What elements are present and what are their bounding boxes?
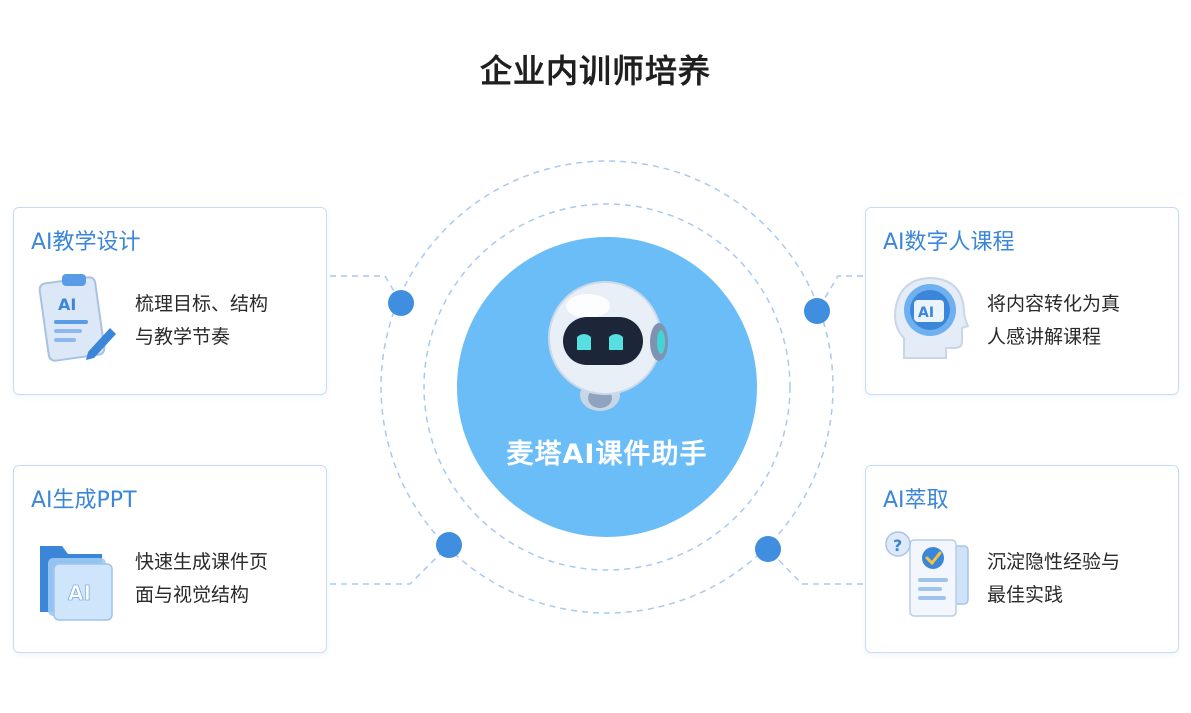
- card-title: AI数字人课程: [883, 230, 1015, 255]
- card-ai-extraction[interactable]: AI萃取 ? 沉淀隐性经验与 最佳实践: [865, 465, 1179, 653]
- node-left-bottom: [436, 532, 462, 558]
- clipboard-ai-icon: AI: [32, 266, 120, 366]
- center-title: 麦塔AI课件助手: [506, 439, 708, 470]
- card-desc-line: 梳理目标、结构: [135, 293, 269, 315]
- card-ai-generate-ppt[interactable]: AI生成PPT AI 快速生成课件页 面与视觉结构: [13, 465, 327, 653]
- card-ai-digital-human-course[interactable]: AI数字人课程 AI 将内容转化为真 人感讲解课程: [865, 207, 1179, 395]
- card-desc-line: 快速生成课件页: [135, 551, 269, 573]
- card-desc-line: 将内容转化为真: [987, 293, 1121, 315]
- svg-text:AI: AI: [918, 305, 934, 321]
- svg-text:?: ?: [893, 536, 902, 555]
- connector-left-bottom: [330, 544, 450, 585]
- svg-text:AI: AI: [58, 295, 76, 314]
- card-description: 梳理目标、结构 与教学节奏: [135, 288, 315, 354]
- document-question-icon: ?: [884, 524, 972, 624]
- node-left-top: [388, 290, 414, 316]
- page-title: 企业内训师培养: [479, 52, 711, 90]
- card-title: AI萃取: [883, 488, 949, 513]
- card-title: AI教学设计: [31, 230, 141, 255]
- card-desc-line: 与教学节奏: [135, 326, 231, 348]
- robot-mascot-icon: [548, 281, 668, 411]
- card-title: AI生成PPT: [31, 488, 137, 513]
- card-desc-line: 面与视觉结构: [135, 584, 250, 606]
- inner-orbit-ring: [423, 203, 791, 571]
- card-desc-line: 最佳实践: [987, 584, 1064, 606]
- card-desc-line: 沉淀隐性经验与: [987, 551, 1121, 573]
- card-description: 快速生成课件页 面与视觉结构: [135, 546, 315, 612]
- folder-ai-icon: AI: [32, 524, 120, 624]
- card-ai-teaching-design[interactable]: AI教学设计 AI 梳理目标、结构 与教学节奏: [13, 207, 327, 395]
- node-right-top: [804, 298, 830, 324]
- outer-orbit-ring: [380, 160, 834, 614]
- connector-right-bottom: [767, 548, 863, 585]
- svg-text:AI: AI: [68, 581, 91, 605]
- node-right-bottom: [755, 536, 781, 562]
- connector-right-top: [816, 275, 863, 312]
- connector-left-top: [330, 275, 402, 304]
- card-desc-line: 人感讲解课程: [987, 326, 1102, 348]
- digital-human-head-icon: AI: [884, 266, 972, 366]
- card-description: 将内容转化为真 人感讲解课程: [987, 288, 1167, 354]
- card-description: 沉淀隐性经验与 最佳实践: [987, 546, 1167, 612]
